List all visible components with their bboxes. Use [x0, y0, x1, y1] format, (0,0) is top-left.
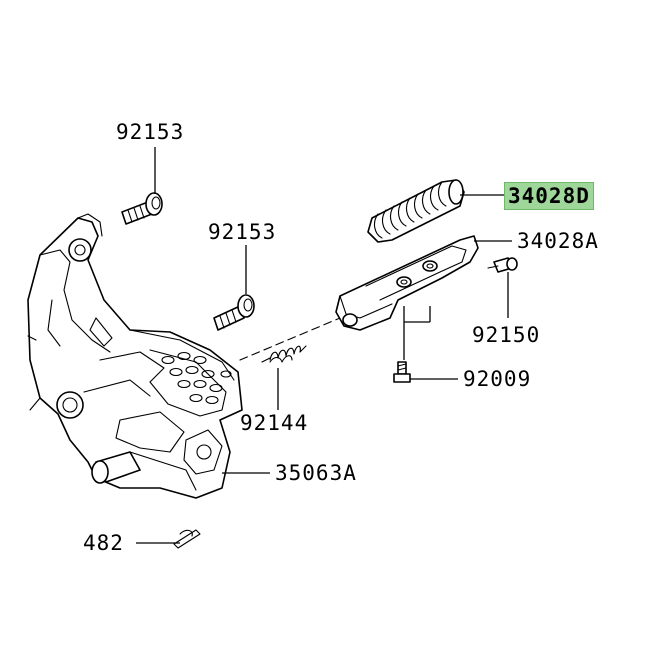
bolt-92009 [393, 361, 411, 383]
spring-92144 [261, 345, 307, 363]
bolt-92153-upper [121, 192, 163, 225]
label-34028D[interactable]: 34028D [504, 182, 594, 210]
clip-482 [173, 529, 201, 549]
label-92144[interactable]: 92144 [240, 411, 309, 435]
label-92153-lower[interactable]: 92153 [208, 220, 277, 244]
label-35063A[interactable]: 35063A [275, 461, 357, 485]
footpeg-rubber-34028D [367, 179, 465, 243]
label-92153-upper[interactable]: 92153 [116, 120, 185, 144]
label-92150[interactable]: 92150 [472, 323, 541, 347]
label-482[interactable]: 482 [83, 531, 124, 555]
footpeg-bracket [27, 213, 243, 499]
label-92009[interactable]: 92009 [463, 367, 532, 391]
bolt-92153-lower [213, 294, 255, 331]
label-34028A[interactable]: 34028A [517, 229, 599, 253]
pin-92150 [487, 257, 518, 273]
footpeg-34028A [335, 235, 479, 331]
leader-lines [136, 147, 512, 544]
